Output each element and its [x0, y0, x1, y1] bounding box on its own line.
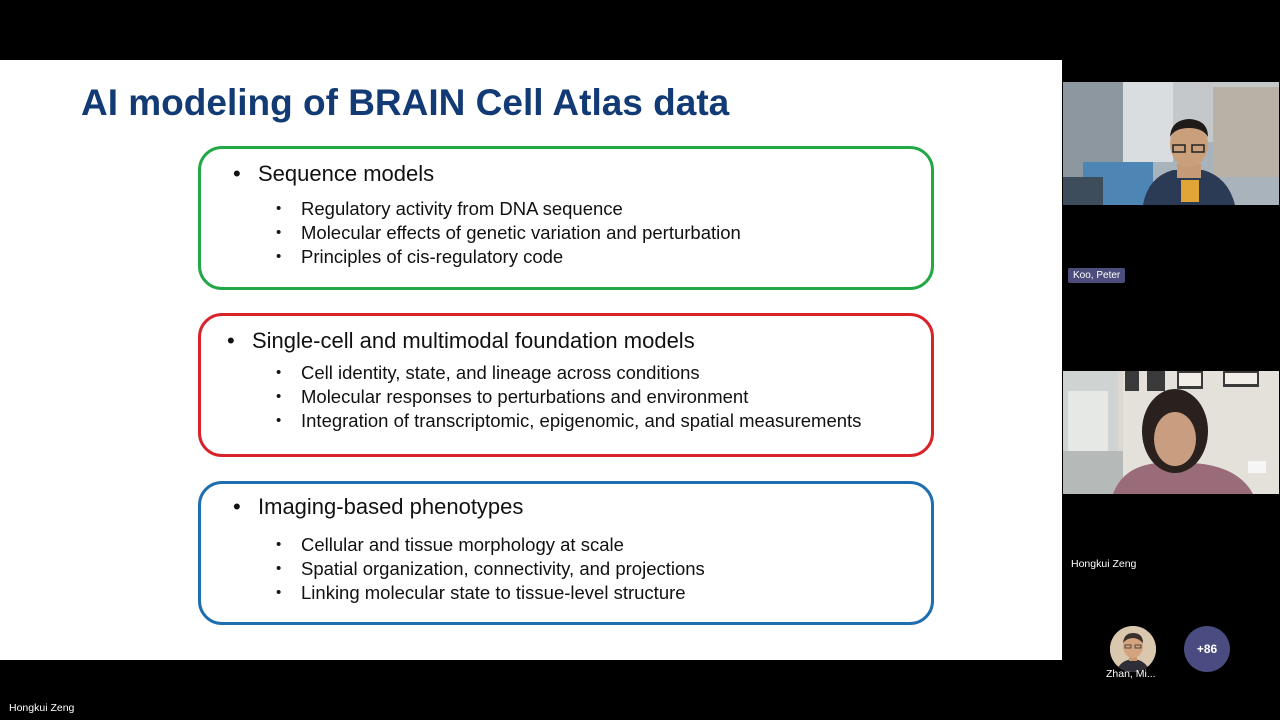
active-speaker-label: Hongkui Zeng	[9, 702, 75, 714]
bullet-icon: •	[276, 536, 282, 553]
bullet-icon: •	[276, 248, 282, 265]
section-heading: • Single-cell and multimodal foundation …	[227, 328, 695, 353]
avatar-name-label: Zhan, Mi...	[1106, 668, 1156, 680]
section-box-sequence-models: • Sequence models •Regulatory activity f…	[198, 146, 934, 290]
participant-name-label: Hongkui Zeng	[1071, 558, 1137, 570]
section-heading: • Sequence models	[233, 161, 435, 186]
list-item: •Regulatory activity from DNA sequence	[276, 198, 623, 219]
bullet-icon: •	[276, 412, 282, 429]
bullet-icon: •	[276, 388, 282, 405]
video-feed-image	[1063, 371, 1279, 494]
section-heading: • Imaging-based phenotypes	[233, 494, 524, 519]
section-box-imaging-phenotypes: • Imaging-based phenotypes •Cellular and…	[198, 481, 934, 625]
list-item: •Principles of cis-regulatory code	[276, 246, 564, 267]
list-item: •Spatial organization, connectivity, and…	[276, 558, 705, 579]
bullet-icon: •	[276, 364, 282, 381]
slide-title: AI modeling of BRAIN Cell Atlas data	[81, 82, 730, 123]
bullet-icon: •	[276, 200, 282, 217]
bullet-icon: •	[276, 224, 282, 241]
list-item: •Cell identity, state, and lineage acros…	[276, 362, 700, 383]
list-item: •Linking molecular state to tissue-level…	[276, 582, 686, 603]
bullet-icon: •	[233, 494, 241, 519]
list-item: •Molecular responses to perturbations an…	[276, 386, 749, 407]
participant-video-koo[interactable]	[1063, 82, 1279, 205]
bullet-icon: •	[276, 560, 282, 577]
more-participants-button[interactable]: +86	[1184, 626, 1230, 672]
list-item: •Integration of transcriptomic, epigenom…	[276, 410, 862, 431]
bullet-icon: •	[276, 584, 282, 601]
section-box-foundation-models: • Single-cell and multimodal foundation …	[198, 313, 934, 457]
shared-slide: AI modeling of BRAIN Cell Atlas data • S…	[0, 60, 1062, 660]
list-item: •Molecular effects of genetic variation …	[276, 222, 741, 243]
bullet-icon: •	[233, 161, 241, 186]
participant-name-badge: Koo, Peter	[1068, 268, 1126, 283]
participant-video-zeng[interactable]	[1063, 371, 1279, 494]
bullet-icon: •	[227, 328, 235, 353]
participant-avatar[interactable]	[1110, 626, 1156, 672]
avatar-image	[1110, 626, 1156, 672]
video-feed-image	[1063, 82, 1279, 205]
list-item: •Cellular and tissue morphology at scale	[276, 534, 624, 555]
